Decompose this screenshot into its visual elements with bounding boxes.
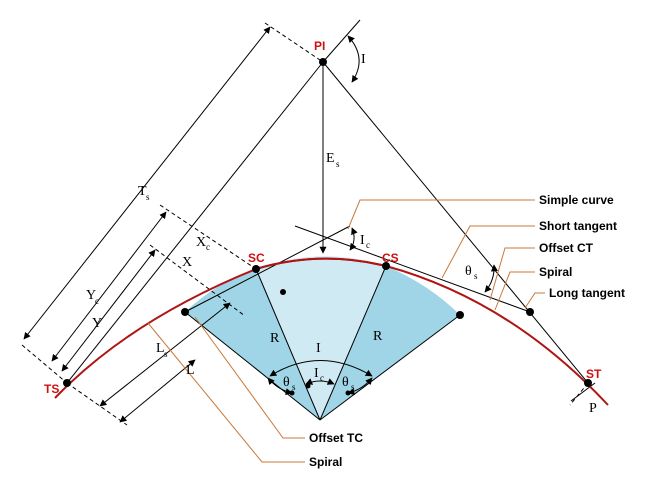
cs-point [382, 262, 390, 270]
st-point [584, 379, 592, 387]
theta-left-label: θ [283, 375, 290, 390]
offset-tc-callout: Offset TC [309, 431, 363, 445]
center-point-mid [305, 383, 311, 389]
yc-label: Y [86, 288, 96, 303]
leader-lines [147, 199, 545, 463]
ic-center-arc [305, 378, 335, 385]
es-sub: s [336, 159, 340, 169]
yc-dimension [51, 211, 167, 362]
y-dimension [61, 249, 156, 372]
tangent-extension-line [322, 19, 361, 63]
circle-sector-fill [256, 256, 386, 420]
xc-sub: c [206, 242, 210, 252]
short-tangent-callout: Short tangent [539, 219, 617, 233]
ic-center-label: I [314, 366, 319, 381]
theta-left-sub: s [292, 382, 296, 392]
st-label: ST [586, 367, 602, 381]
forward-tangent-line [322, 61, 589, 384]
offset-tc-point [181, 308, 189, 316]
simple-curve-callout: Simple curve [539, 193, 614, 207]
long-tangent-point [526, 308, 534, 316]
r-left-label: R [270, 331, 280, 346]
theta-right-label: θ [465, 264, 472, 279]
theta-center-right-label: θ [342, 375, 349, 390]
i-angle-arc [347, 35, 360, 83]
i-center-label: I [316, 341, 321, 356]
p-label: P [589, 401, 597, 416]
radius-line-cs [319, 265, 387, 421]
ls-sub: s [164, 349, 168, 359]
pi-label: PI [314, 39, 325, 53]
center-point-left [289, 390, 295, 396]
ts-label: TS [44, 382, 59, 396]
yc-sub: c [95, 296, 99, 306]
theta-right-sub: s [474, 271, 478, 281]
ls-label: L [156, 341, 165, 356]
r-right-label: R [373, 329, 383, 344]
pi-point [319, 58, 327, 66]
long-tangent-callout: Long tangent [549, 286, 625, 300]
i-center-arc [269, 360, 373, 377]
ic-top-sub: c [366, 240, 370, 250]
i-top-label: I [361, 52, 366, 67]
theta-center-right-sub: s [351, 382, 355, 392]
ic-center-sub: c [320, 373, 324, 383]
sc-label: SC [248, 251, 265, 265]
spiral-right-callout: Spiral [539, 265, 572, 279]
l-label: L [186, 363, 195, 378]
ic-top-arc [349, 227, 358, 251]
y-label: Y [92, 316, 102, 331]
points [63, 58, 592, 396]
es-label: E [326, 151, 335, 166]
center-point-right [345, 390, 351, 396]
offset-ct-point [456, 311, 464, 319]
short-tangent-point [280, 289, 286, 295]
xc-label: X [196, 235, 206, 250]
cs-label: CS [382, 251, 399, 265]
sc-point [252, 265, 260, 273]
l-dimension [119, 359, 196, 423]
theta-right-arc [484, 264, 498, 293]
ts-sub: s [146, 192, 150, 202]
x-label: X [182, 255, 192, 270]
spiral-bottom-callout: Spiral [309, 455, 342, 469]
ts-sym-label: T [138, 184, 147, 199]
p-dimension [570, 382, 596, 402]
simple-curve-path [255, 257, 387, 270]
ic-top-label: I [360, 233, 365, 248]
ts-point [63, 379, 71, 387]
offset-ct-callout: Offset CT [539, 241, 594, 255]
radius-line-st-offset [319, 314, 461, 421]
